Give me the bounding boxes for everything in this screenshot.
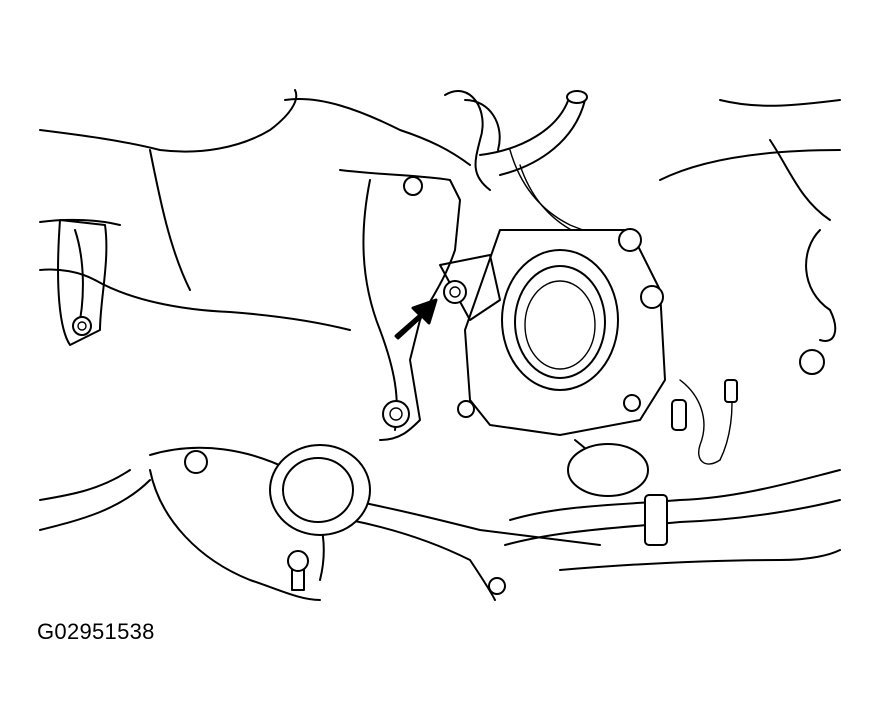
engine-block-outline — [39, 89, 841, 342]
indicator-arrow — [394, 298, 438, 340]
sensor-wiring — [671, 379, 738, 465]
crossmember — [39, 439, 841, 601]
pump-flange-housing — [439, 228, 825, 436]
engine-mount-bracket — [57, 219, 108, 346]
hoses — [444, 90, 633, 251]
timing-cover — [339, 169, 461, 441]
figure-code: G02951538 — [37, 619, 155, 644]
